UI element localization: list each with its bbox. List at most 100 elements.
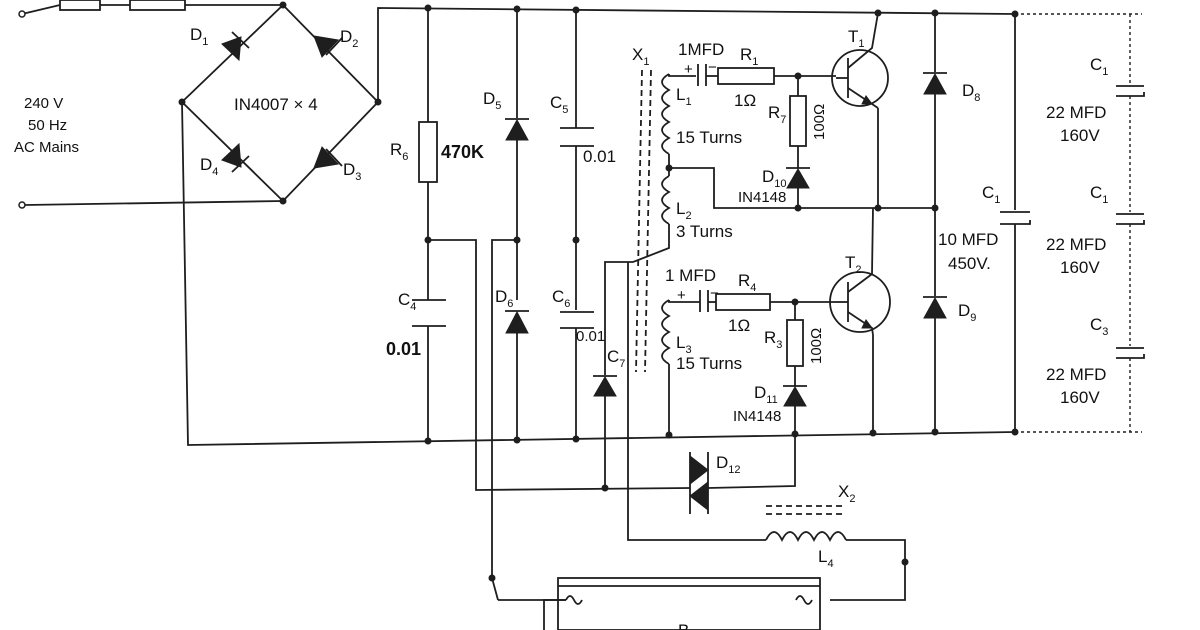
diode-d2 <box>313 35 343 58</box>
d8-label: D <box>962 81 974 100</box>
capacitor-c4: C4 0.01 <box>386 290 446 441</box>
svg-text:D2: D2 <box>340 27 358 50</box>
diode-d3 <box>313 146 343 169</box>
ballast-choke-x2: X2 L4 <box>627 262 909 601</box>
fluorescent-tube: B1 <box>498 577 821 630</box>
capacitor-1mfd-bottom: 1 MFD + − <box>665 266 719 312</box>
r4-label: R <box>738 271 750 290</box>
d12-label: D <box>716 453 728 472</box>
c-right-mid-value1: 22 MFD <box>1046 235 1106 254</box>
capacitor-c1-main: C1 10 MFD 450V. <box>938 14 1031 432</box>
lamp-filament-wire-left <box>488 236 521 601</box>
l3-turns: 15 Turns <box>676 354 742 373</box>
svg-text:C7: C7 <box>607 347 625 370</box>
r7-value: 100Ω <box>811 104 828 140</box>
svg-text:D12: D12 <box>716 453 741 476</box>
svg-text:C3: C3 <box>1090 315 1108 338</box>
c6-value: 0.01 <box>576 328 605 345</box>
svg-text:D9: D9 <box>958 301 976 324</box>
d6-label: D <box>495 287 507 306</box>
bridge-rectifier: D1 D2 D4 D3 IN4007 × 4 <box>178 1 382 205</box>
d4-label: D <box>200 155 212 174</box>
resistor-r4: R4 1Ω <box>715 271 836 335</box>
c-right-top-value2: 160V <box>1060 126 1100 145</box>
mains-frequency-label: 50 Hz <box>28 117 67 134</box>
diode-d5: D5 <box>483 9 529 300</box>
svg-text:T2: T2 <box>845 253 862 276</box>
l4-label: L <box>818 547 827 566</box>
c7-label: C <box>607 347 619 366</box>
c1-main-value1: 10 MFD <box>938 230 998 249</box>
svg-text:R4: R4 <box>738 271 756 294</box>
d1-label: D <box>190 25 202 44</box>
transistor-t1: T1 <box>831 12 889 208</box>
c-right-top-label: C <box>1090 55 1102 74</box>
d5-label: D <box>483 89 495 108</box>
svg-text:R3: R3 <box>764 328 782 351</box>
svg-text:D3: D3 <box>343 160 361 183</box>
r1-label: R <box>740 45 752 64</box>
rails <box>181 4 1142 446</box>
svg-text:C1: C1 <box>982 183 1000 206</box>
d11-part: IN4148 <box>733 408 781 425</box>
c4-label: C <box>398 290 410 309</box>
svg-text:D8: D8 <box>962 81 980 104</box>
cap-bottom-minus: − <box>710 285 719 302</box>
svg-text:C1: C1 <box>1090 55 1108 78</box>
inductor-l1 <box>661 73 671 155</box>
d3-label: D <box>343 160 355 179</box>
l1-label: L <box>676 85 685 104</box>
diode-d11: D11 IN4148 <box>733 383 807 434</box>
svg-text:L3: L3 <box>676 333 692 356</box>
diode-d8: D8 <box>923 13 980 296</box>
x2-label: X <box>838 482 849 501</box>
svg-text:X1: X1 <box>632 45 649 68</box>
mains-input-wires <box>18 0 284 209</box>
transformer-x1: X1 L1 15 Turns L2 3 Turns L3 15 Turns <box>628 45 742 439</box>
capacitor-c5: C5 0.01 <box>550 10 616 310</box>
resistor-r1: R1 1Ω <box>717 45 836 110</box>
diode-d4 <box>221 142 250 173</box>
svg-text:L4: L4 <box>818 547 834 570</box>
t2-label: T <box>845 253 855 272</box>
d10-label: D <box>762 167 774 186</box>
d2-label: D <box>340 27 352 46</box>
cap-bottom-value: 1 MFD <box>665 266 716 285</box>
c-right-bot-value2: 160V <box>1060 388 1100 407</box>
diode-d10: D10 IN4148 <box>738 167 810 208</box>
c5-label: C <box>550 93 562 112</box>
diode-d6: D6 <box>495 287 529 440</box>
capacitor-c6: C6 0.01 <box>552 236 605 439</box>
t1-label: T <box>848 27 858 46</box>
svg-text:X2: X2 <box>838 482 855 505</box>
inductor-l3 <box>661 299 671 365</box>
lamp-label: B <box>678 621 689 630</box>
optional-capacitor-bank: C1 22 MFD 160V C1 22 MFD 160V C3 22 MFD … <box>1046 14 1145 432</box>
svg-text:R7: R7 <box>768 103 786 126</box>
svg-text:T1: T1 <box>848 27 865 50</box>
svg-text:L1: L1 <box>676 85 692 108</box>
resistor-r7: R7 100Ω <box>768 76 828 168</box>
c5-value: 0.01 <box>583 147 616 166</box>
l1-l2-tap-wire <box>669 167 935 209</box>
l2-label: L <box>676 199 685 218</box>
c1-main-value2: 450V. <box>948 254 991 273</box>
c6-label: C <box>552 287 564 306</box>
svg-text:R6: R6 <box>390 140 408 163</box>
svg-text:D6: D6 <box>495 287 513 310</box>
r7-label: R <box>768 103 780 122</box>
l1-turns: 15 Turns <box>676 128 742 147</box>
mains-label: 240 V 50 Hz AC Mains <box>14 95 79 156</box>
inductor-l2 <box>661 175 671 225</box>
c-right-mid-value2: 160V <box>1060 258 1100 277</box>
c4-value: 0.01 <box>386 339 421 359</box>
r4-value: 1Ω <box>728 316 750 335</box>
trigger-node-wire <box>424 236 691 491</box>
r6-value: 470K <box>441 142 484 162</box>
r3-value: 100Ω <box>808 328 825 364</box>
mains-source-label: AC Mains <box>14 139 79 156</box>
c-right-bot-label: C <box>1090 315 1102 334</box>
resistor-r6: R6 470K <box>390 8 484 300</box>
svg-text:D5: D5 <box>483 89 501 112</box>
